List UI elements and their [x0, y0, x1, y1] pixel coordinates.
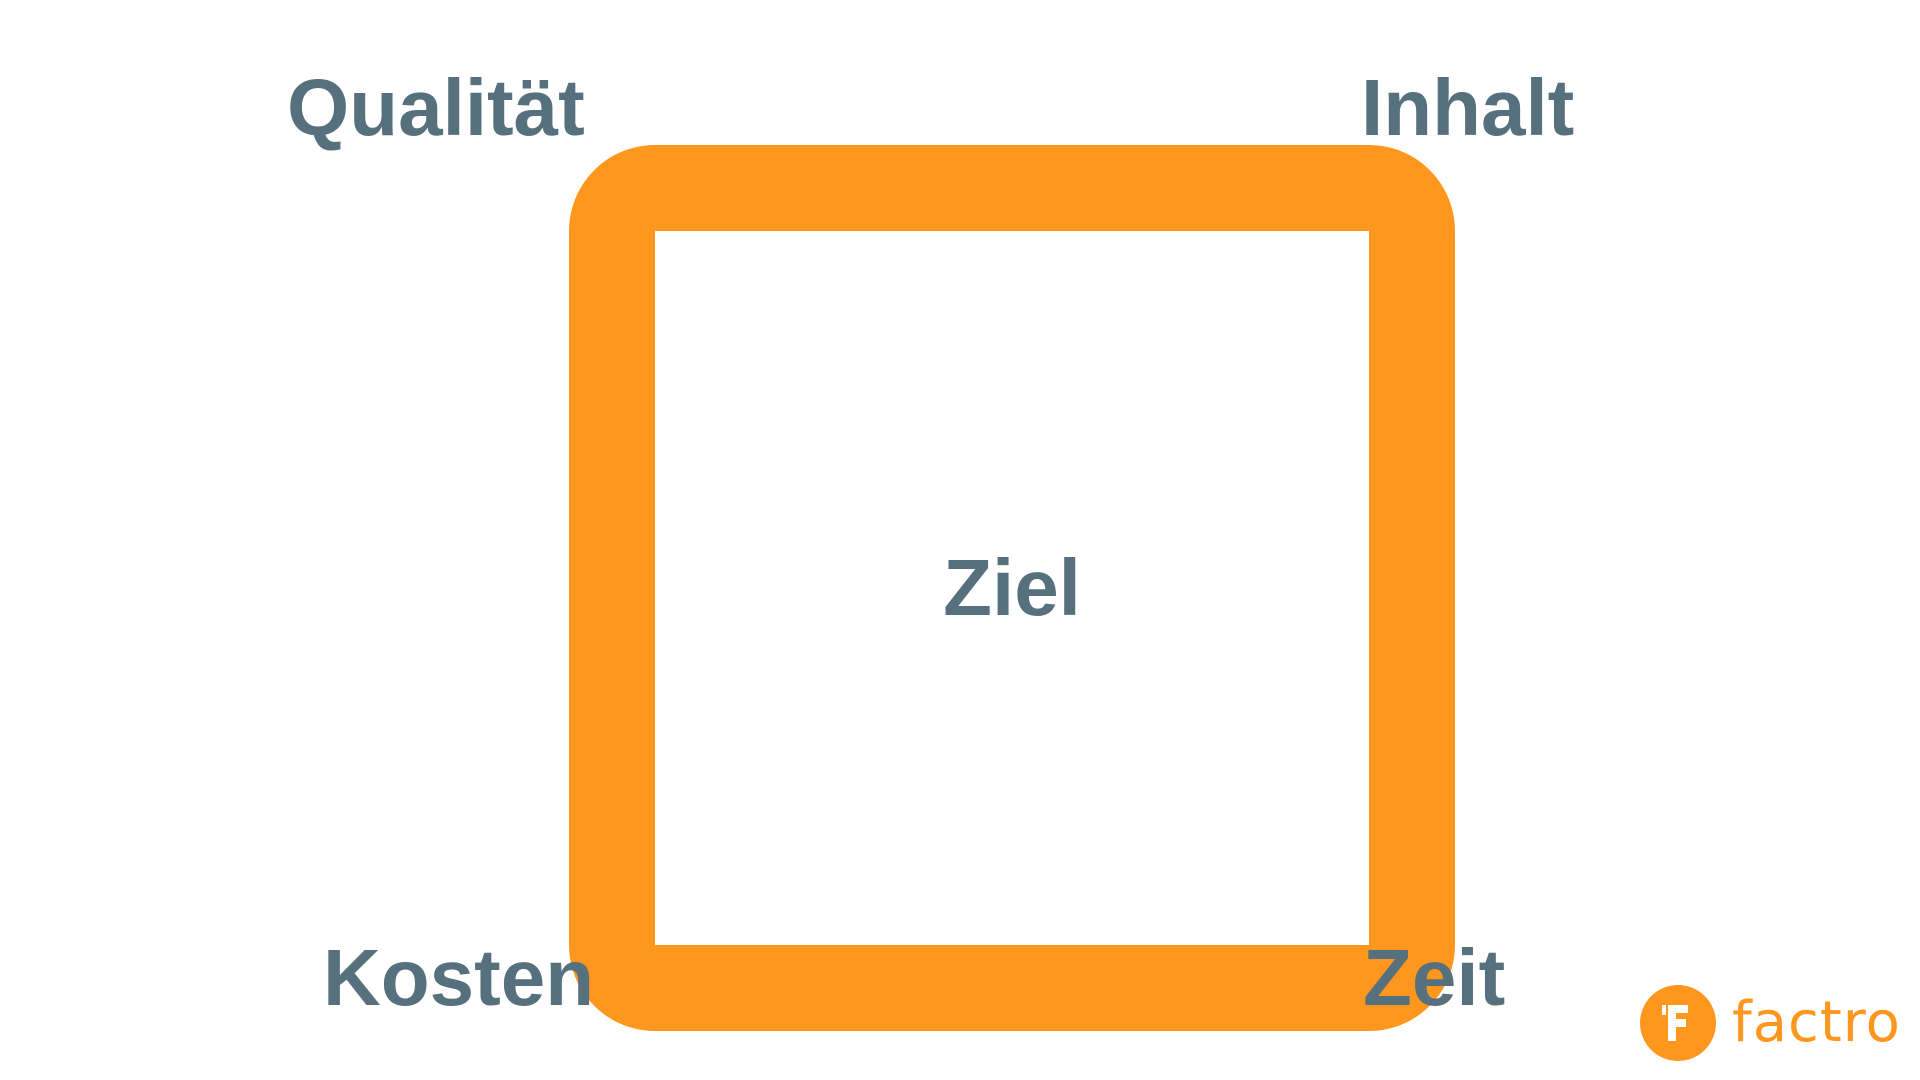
quality-label: Qualität	[287, 63, 585, 152]
scope-label: Inhalt	[1361, 63, 1575, 152]
goal-frame	[569, 145, 1455, 1031]
time-label: Zeit	[1363, 933, 1506, 1022]
factro-logo: factro	[1640, 985, 1901, 1061]
goal-label: Ziel	[943, 543, 1081, 632]
cost-label: Kosten	[323, 933, 595, 1022]
goal-frame-inner	[655, 231, 1369, 945]
factro-f-logo-icon	[1640, 985, 1716, 1061]
factro-logo-text: factro	[1732, 990, 1901, 1055]
